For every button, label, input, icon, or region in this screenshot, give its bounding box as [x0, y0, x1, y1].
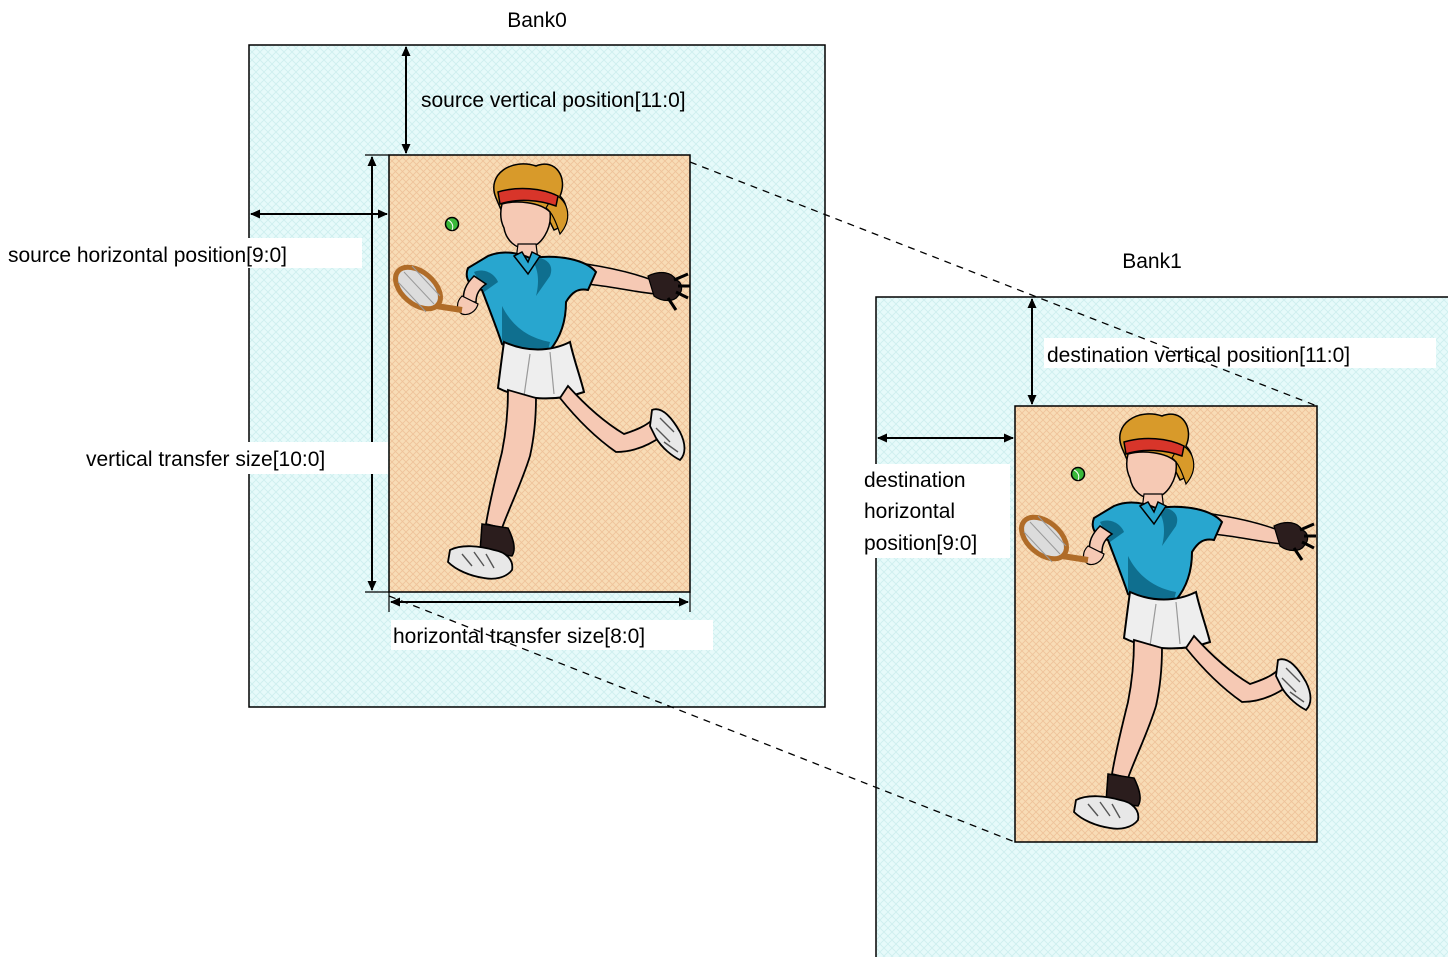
destination-horizontal-position-line-3: position[9:0] — [864, 532, 977, 555]
destination-vertical-position-label: destination vertical position[11:0] — [1047, 344, 1350, 367]
bank0-title: Bank0 — [507, 9, 567, 32]
source-vertical-position-label: source vertical position[11:0] — [421, 89, 686, 112]
mapping-line-top — [689, 161, 1318, 407]
mapping-line-bottom — [388, 595, 1016, 843]
destination-horizontal-position-line-1: destination — [864, 469, 966, 492]
destination-horizontal-position-line-2: horizontal — [864, 500, 955, 523]
horizontal-transfer-size-label-bg — [391, 620, 713, 650]
horizontal-transfer-size-label: horizontal transfer size[8:0] — [393, 625, 645, 648]
source-horizontal-position-label: source horizontal position[9:0] — [8, 244, 287, 267]
vertical-transfer-size-label-bg — [82, 442, 388, 474]
destination-vertical-position-label-bg — [1044, 338, 1436, 368]
destination-horizontal-position-label-bg — [862, 464, 1010, 558]
source-horizontal-position-label-bg — [4, 238, 362, 268]
bank1-title: Bank1 — [1122, 250, 1182, 273]
vertical-transfer-size-label: vertical transfer size[10:0] — [86, 448, 325, 471]
